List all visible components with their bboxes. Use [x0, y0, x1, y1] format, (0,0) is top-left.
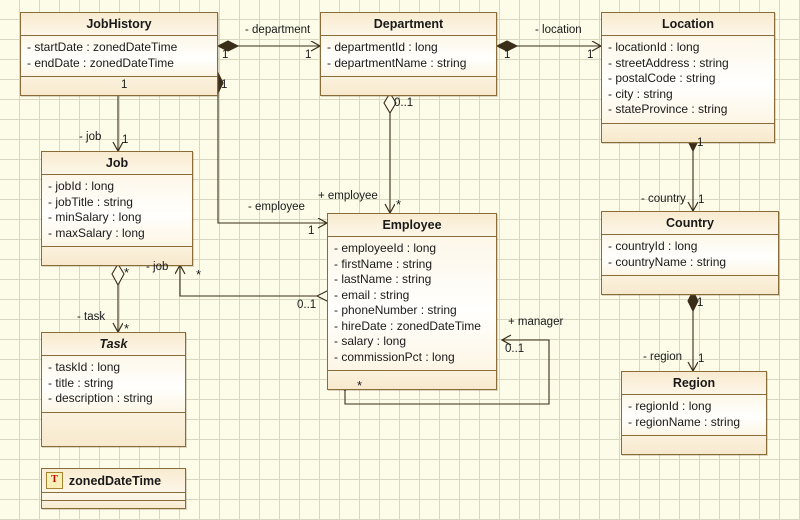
edge-label-task: - task	[77, 311, 106, 323]
attribute-row: - employeeId : long	[334, 241, 437, 255]
attribute-row: - phoneNumber : string	[334, 303, 457, 317]
class-title-department: Department	[321, 13, 496, 36]
edge-mult-jobhistory-employee-target: 1	[308, 225, 315, 237]
attribute-row: - locationId : long	[608, 40, 700, 54]
datatype-t-icon: T	[46, 472, 63, 489]
edge-mult-department-location-source: 1	[504, 49, 511, 61]
class-attributes-department: - departmentId : long - departmentName :…	[321, 36, 496, 77]
edge-label-location: - location	[535, 24, 582, 36]
edge-label-job-bottom: - job	[146, 261, 169, 273]
datatype-header: T zonedDateTime	[42, 469, 185, 493]
attribute-row: - countryId : long	[608, 239, 698, 253]
attribute-row: - firstName : string	[334, 256, 433, 271]
class-attributes-jobhistory: - startDate : zonedDateTime - endDate : …	[21, 36, 217, 77]
edge-mult-jobhistory-job-source: 1	[121, 79, 128, 91]
attribute-row: - streetAddress : string	[608, 55, 729, 70]
edge-mult-location-country-target: 1	[698, 194, 705, 206]
attribute-row: - minSalary : long	[48, 210, 142, 224]
attribute-row: - postalCode : string	[608, 71, 716, 85]
class-operations-department	[321, 77, 496, 95]
edge-mult-location-country-source: 1	[697, 137, 704, 149]
attribute-row: - startDate : zonedDateTime	[27, 40, 178, 54]
attribute-row: - description : string	[48, 391, 153, 405]
class-box-department[interactable]: Department - departmentId : long - depar…	[320, 12, 497, 96]
class-operations-region	[622, 436, 766, 454]
attribute-row: - city : string	[608, 86, 673, 101]
edge-mult-jobhistory-department-target: 1	[305, 49, 312, 61]
attribute-row: - lastName : string	[334, 272, 432, 286]
class-operations-job	[42, 247, 192, 265]
attribute-row: - title : string	[48, 375, 114, 390]
class-box-region[interactable]: Region - regionId : long - regionName : …	[621, 371, 767, 455]
class-title-jobhistory: JobHistory	[21, 13, 217, 36]
edge-mult-employee-job-source: 0..1	[297, 299, 317, 311]
attribute-row: - jobId : long	[48, 179, 115, 193]
edge-mult-department-location-target: 1	[587, 49, 594, 61]
class-title-region: Region	[622, 372, 766, 395]
edge-label-employee-top: + employee	[318, 190, 378, 202]
edge-label-employee-left: - employee	[248, 201, 305, 213]
edge-mult-employee-manager-source: *	[357, 378, 363, 393]
datatype-name: zonedDateTime	[68, 473, 162, 488]
class-title-employee: Employee	[328, 214, 496, 237]
class-attributes-task: - taskId : long - title : string - descr…	[42, 356, 185, 413]
attribute-row: - email : string	[334, 287, 410, 302]
edge-mult-country-region-target: 1	[698, 353, 705, 365]
class-box-task[interactable]: Task - taskId : long - title : string - …	[41, 332, 186, 447]
attribute-row: - salary : long	[334, 334, 407, 348]
class-box-jobhistory[interactable]: JobHistory - startDate : zonedDateTime -…	[20, 12, 218, 96]
class-title-country: Country	[602, 212, 778, 235]
edge-mult-employee-job-target: *	[196, 267, 202, 282]
class-attributes-country: - countryId : long - countryName : strin…	[602, 235, 778, 276]
edge-label-manager: + manager	[508, 316, 564, 328]
class-operations-country	[602, 276, 778, 294]
class-box-job[interactable]: Job - jobId : long - jobTitle : string -…	[41, 151, 193, 266]
class-operations-employee	[328, 371, 496, 389]
attribute-row: - regionName : string	[628, 414, 741, 429]
edge-mult-job-task-target: *	[124, 321, 130, 336]
attribute-row: - maxSalary : long	[48, 225, 145, 240]
edge-mult-jobhistory-job-target: 1	[122, 134, 129, 146]
class-title-location: Location	[602, 13, 774, 36]
attribute-row: - departmentName : string	[327, 55, 467, 70]
edge-mult-jobhistory-department-source: 1	[222, 49, 229, 61]
edge-mult-job-task-source: *	[124, 265, 130, 280]
attribute-row: - endDate : zonedDateTime	[27, 55, 174, 70]
datatype-operations	[42, 501, 185, 508]
edge-label-department: - department	[245, 24, 311, 36]
edge-mult-department-employee-source: 0..1	[394, 97, 414, 109]
edge-label-country: - country	[641, 193, 686, 205]
attribute-row: - regionId : long	[628, 399, 712, 413]
class-attributes-location: - locationId : long - streetAddress : st…	[602, 36, 774, 124]
class-attributes-employee: - employeeId : long - firstName : string…	[328, 237, 496, 371]
class-operations-location	[602, 123, 774, 142]
datatype-attributes	[42, 493, 185, 501]
attribute-row: - stateProvince : string	[608, 102, 728, 116]
class-operations-jobhistory	[21, 77, 217, 95]
attribute-row: - countryName : string	[608, 254, 727, 269]
edge-label-region: - region	[643, 351, 682, 363]
class-box-country[interactable]: Country - countryId : long - countryName…	[601, 211, 779, 295]
attribute-row: - taskId : long	[48, 360, 121, 374]
attribute-row: - jobTitle : string	[48, 194, 133, 209]
class-attributes-job: - jobId : long - jobTitle : string - min…	[42, 175, 192, 247]
attribute-row: - departmentId : long	[327, 40, 438, 54]
class-box-location[interactable]: Location - locationId : long - streetAdd…	[601, 12, 775, 143]
class-attributes-region: - regionId : long - regionName : string	[622, 395, 766, 436]
attribute-row: - hireDate : zonedDateTime	[334, 318, 481, 333]
class-title-task: Task	[42, 333, 185, 356]
edge-mult-department-employee-target: *	[396, 197, 402, 212]
class-box-employee[interactable]: Employee - employeeId : long - firstName…	[327, 213, 497, 390]
class-title-job: Job	[42, 152, 192, 175]
class-operations-task	[42, 412, 185, 446]
edge-label-job-top: - job	[79, 131, 102, 143]
edge-mult-jobhistory-employee-source: 1	[221, 79, 228, 91]
datatype-box-zoneddatetime[interactable]: T zonedDateTime	[41, 468, 186, 509]
edge-mult-employee-manager-target: 0..1	[505, 343, 525, 355]
edge-mult-country-region-source: 1	[697, 297, 704, 309]
attribute-row: - commissionPct : long	[334, 349, 455, 364]
